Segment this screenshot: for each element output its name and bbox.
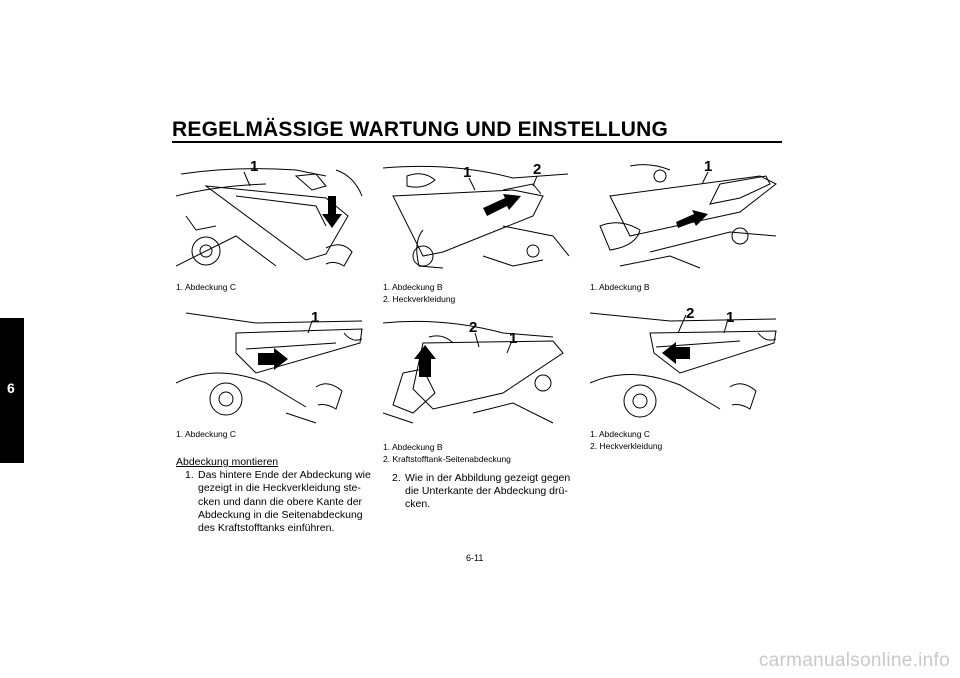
figure-5-callout-2: 2 [469,319,477,336]
figure-6-callout-2: 2 [686,305,694,322]
figure-2: 1 2 [383,156,573,281]
figure-3: 1 [590,156,780,281]
step-line: Das hintere Ende der Abdeckung wie [198,469,371,482]
figure-5-caption: 1. Abdeckung B 2. Kraftstofftank-Seitena… [383,441,511,465]
step-line: des Kraftstofftanks einführen. [198,522,335,535]
figure-2-callout-2: 2 [533,161,541,178]
caption-line: 1. Abdeckung B [383,442,443,452]
page-number: 6-11 [466,553,484,563]
caption-line: 1. Abdeckung C [590,429,651,439]
watermark: carmanualsonline.info [758,650,950,671]
step-line: Abdeckung in die Seitenabdeckung [198,508,363,521]
step-line: die Unterkante der Abdeckung drü- [405,485,568,498]
caption-line: 2. Kraftstofftank-Seitenabdeckung [383,454,511,464]
figure-4-illustration: 1 [176,309,363,424]
caption-line: 1. Abdeckung C [176,429,237,439]
step-number: 1. [185,469,194,482]
figure-1-caption: 1. Abdeckung C [176,281,236,293]
figure-2-caption: 1. Abdeckung B 2. Heckverkleidung [383,281,455,305]
install-instructions-middle: 2. Wie in der Abbildung gezeigt gegen di… [383,472,583,512]
caption-line: 2. Heckverkleidung [383,294,456,304]
step-line: cken und dann die obere Kante der [198,495,363,508]
figure-5: 2 1 [383,313,573,438]
section-subheading: Abdeckung montieren [176,456,279,468]
chapter-number: 6 [7,380,15,396]
figure-2-callout-1: 1 [463,164,471,181]
figure-6-illustration: 2 1 [590,305,777,418]
figure-3-caption: 1. Abdeckung B [590,281,650,293]
figure-2-illustration: 1 2 [383,161,570,269]
figure-1-callout-1: 1 [250,158,258,175]
caption-line: 1. Abdeckung C [176,282,237,292]
figure-4-callout-1: 1 [311,309,319,326]
step-2: 2. Wie in der Abbildung gezeigt gegen di… [383,472,583,512]
figure-3-illustration: 1 [599,158,777,269]
figure-1: 1 [176,156,366,281]
figure-4-caption: 1. Abdeckung C [176,428,236,440]
step-line: cken. [405,498,431,511]
figure-5-callout-1: 1 [509,330,517,347]
step-line: gezeigt in die Heckverkleidung ste- [198,482,361,495]
title-rule [172,141,782,143]
step-line: Wie in der Abbildung gezeigt gegen [405,472,571,484]
figure-5-illustration: 2 1 [383,319,564,424]
install-instructions-left: Abdeckung montieren 1. Das hintere Ende … [176,456,376,535]
step-1: 1. Das hintere Ende der Abdeckung wie ge… [176,469,376,535]
figure-6: 2 1 [590,303,780,428]
figure-3-callout-1: 1 [704,158,712,175]
step-number: 2. [392,472,401,484]
caption-line: 2. Heckverkleidung [590,441,663,451]
page-title: REGELMÄSSIGE WARTUNG UND EINSTELLUNG [172,118,669,141]
figure-6-callout-1: 1 [726,309,734,326]
caption-line: 1. Abdeckung B [383,282,443,292]
figure-6-caption: 1. Abdeckung C 2. Heckverkleidung [590,428,662,452]
figure-4: 1 [176,303,366,428]
figure-1-illustration: 1 [176,158,363,267]
chapter-tab: 6 [0,318,24,463]
caption-line: 1. Abdeckung B [590,282,650,292]
